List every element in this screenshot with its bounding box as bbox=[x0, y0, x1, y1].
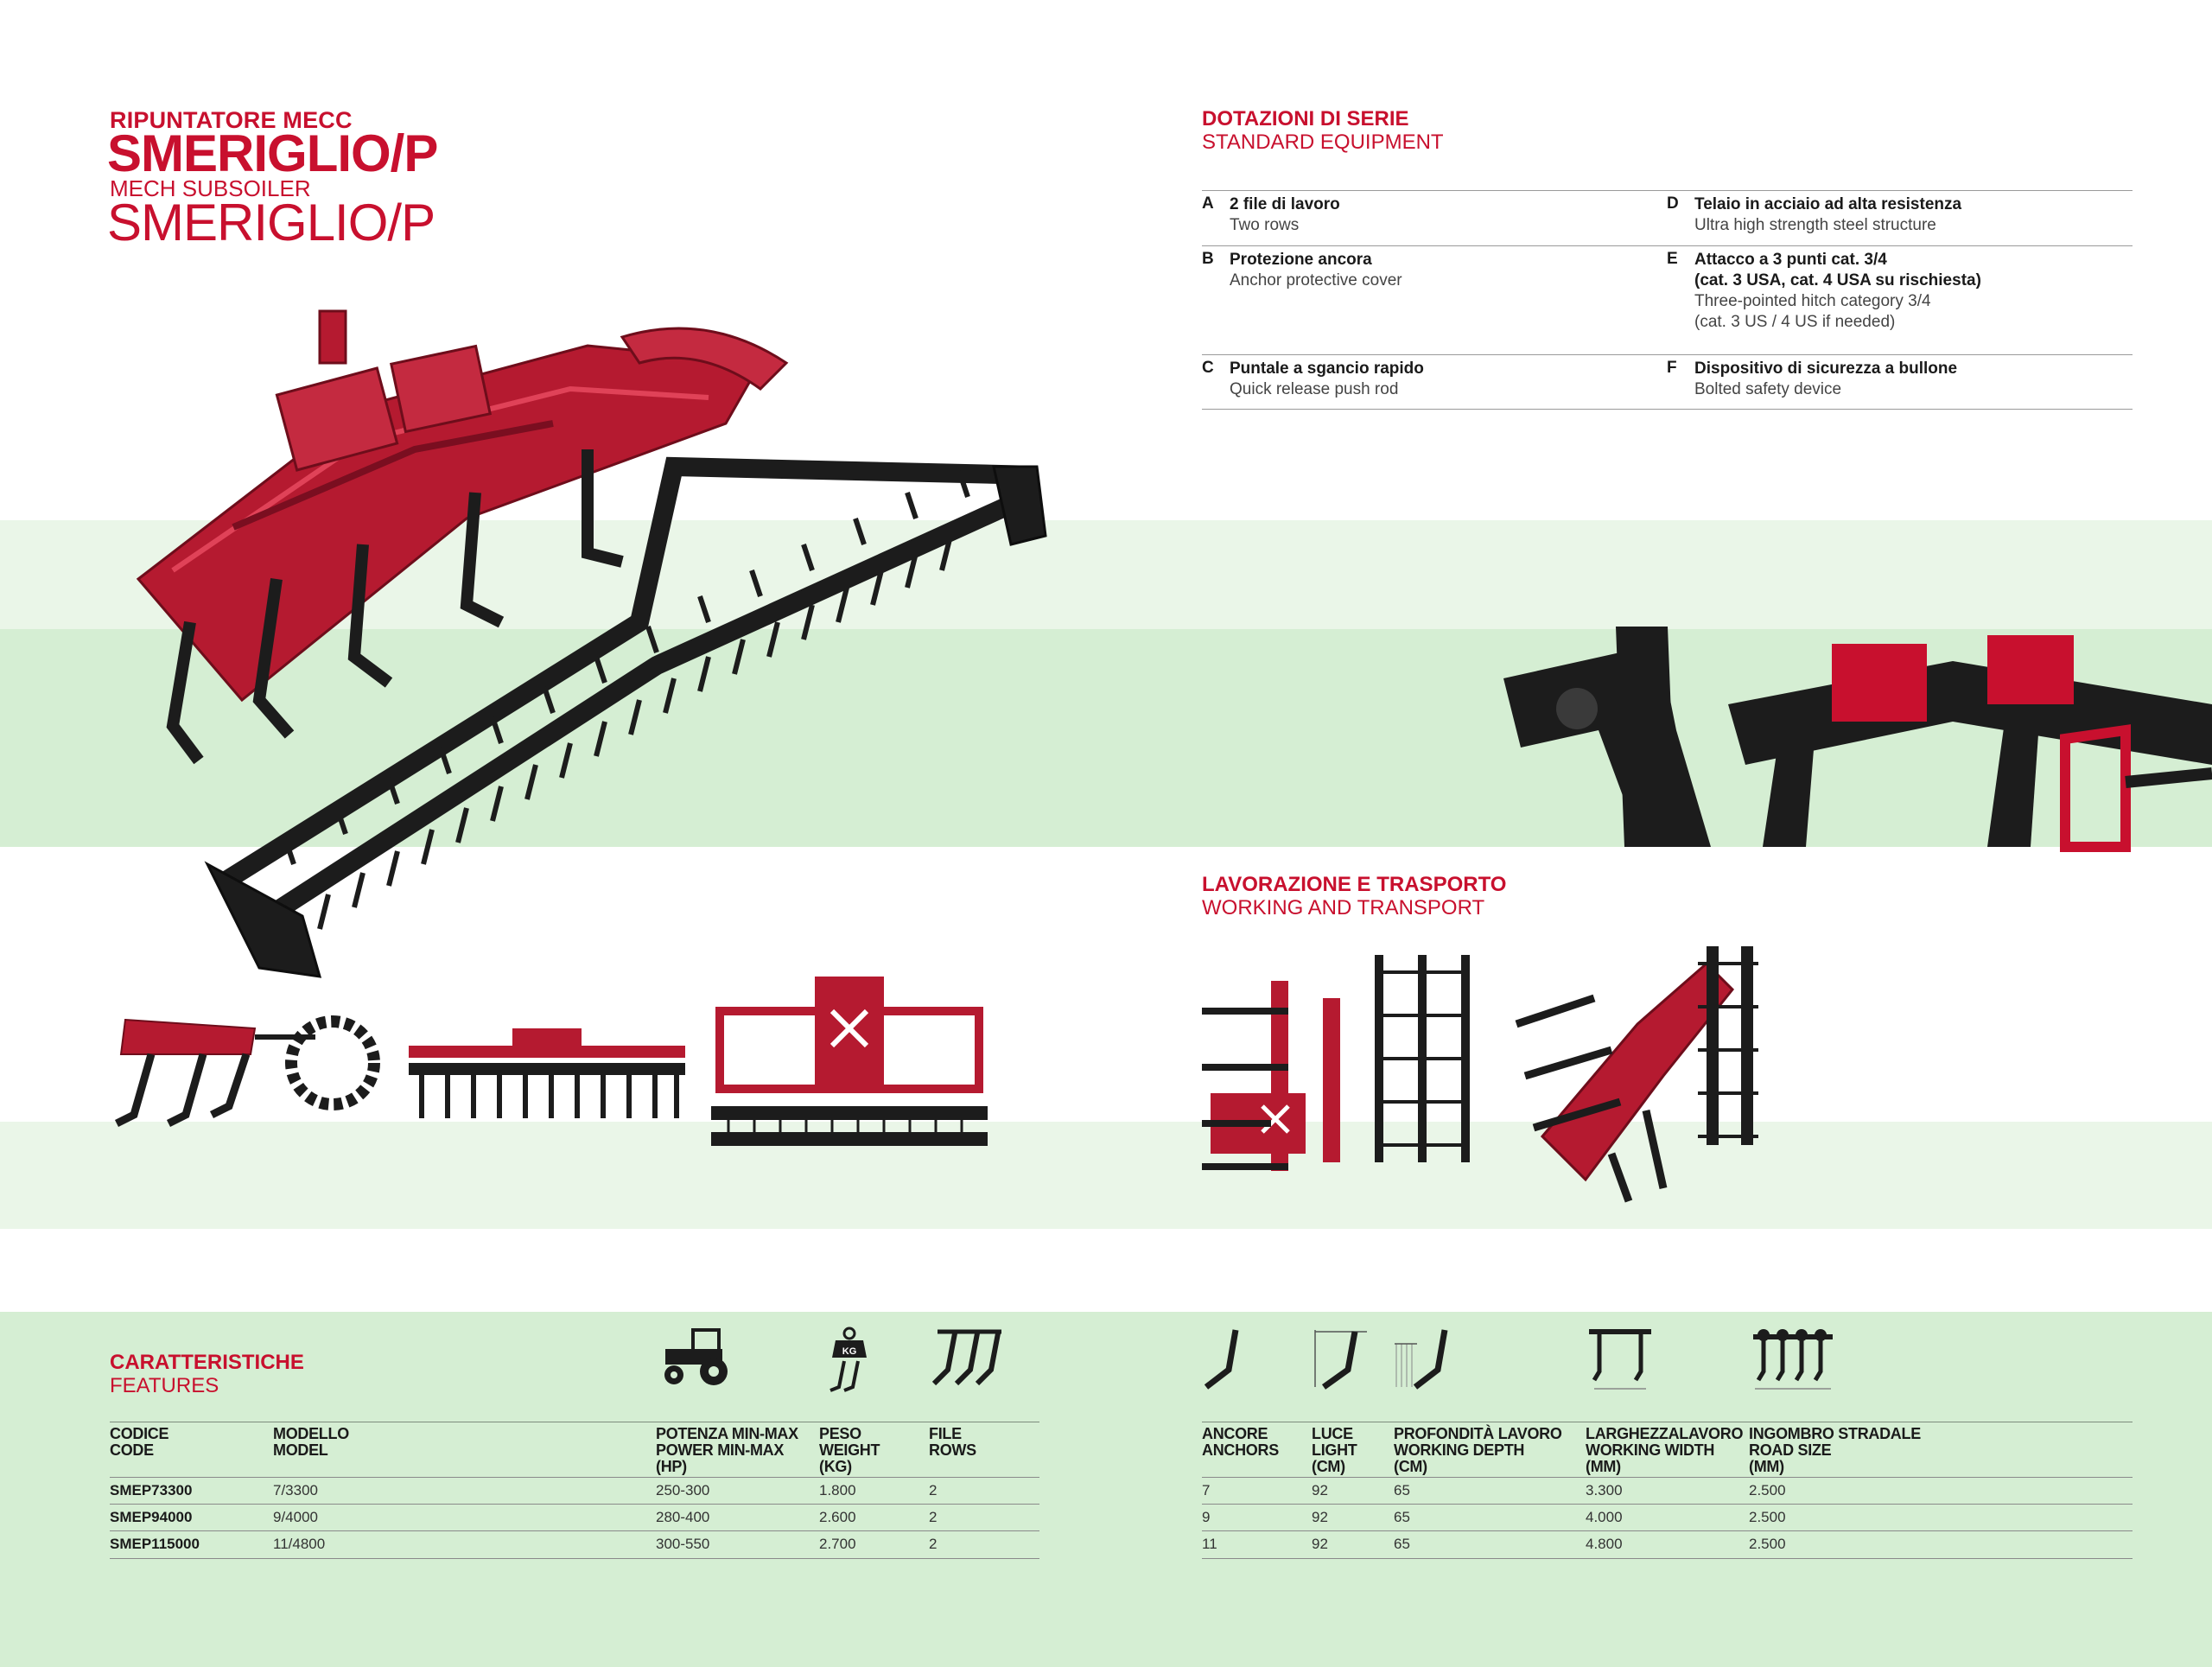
cell-width: 4.800 bbox=[1586, 1536, 1623, 1552]
working-transport-heading: LAVORAZIONE E TRASPORTO bbox=[1202, 873, 1507, 896]
cell-light: 92 bbox=[1312, 1482, 1328, 1498]
weight-kg-label: KG bbox=[842, 1346, 857, 1357]
equipment-label-it: Puntale a sgancio rapido bbox=[1230, 359, 1424, 378]
table-divider bbox=[110, 1504, 1039, 1505]
transport-position-image bbox=[1515, 946, 1758, 1203]
equipment-letter: F bbox=[1667, 359, 1677, 377]
road-size-icon bbox=[1753, 1329, 1833, 1390]
col-header-model: MODELLO MODEL bbox=[273, 1425, 349, 1459]
working-transport-subheading: WORKING AND TRANSPORT bbox=[1202, 896, 1485, 919]
table-divider bbox=[1202, 1530, 2133, 1531]
cell-road-size: 2.500 bbox=[1749, 1509, 1786, 1525]
weight-kg-icon: KG bbox=[830, 1327, 867, 1392]
equipment-letter: E bbox=[1667, 250, 1678, 268]
light-icon bbox=[1314, 1330, 1367, 1390]
equipment-label-en: Three-pointed hitch category 3/4 (cat. 3… bbox=[1694, 292, 1931, 331]
cell-rows: 2 bbox=[929, 1482, 938, 1498]
col-header-weight: PESO WEIGHT (KG) bbox=[819, 1425, 880, 1475]
working-depth-icon bbox=[1395, 1329, 1448, 1390]
cell-power: 280-400 bbox=[656, 1509, 710, 1525]
col-header-light: LUCE LIGHT (CM) bbox=[1312, 1425, 1357, 1475]
cell-rows: 2 bbox=[929, 1509, 938, 1525]
table-divider bbox=[1202, 1558, 2133, 1559]
standard-equipment-list: A 2 file di lavoro Two rows D Telaio in … bbox=[1202, 190, 2133, 410]
col-header-width: LARGHEZZALAVORO WORKING WIDTH (MM) bbox=[1586, 1425, 1744, 1475]
bg-band bbox=[0, 1312, 2212, 1667]
cell-model: 11/4800 bbox=[273, 1536, 326, 1552]
page-title: SMERIGLIO/P bbox=[107, 124, 438, 182]
equipment-row: B Protezione ancora Anchor protective co… bbox=[1202, 245, 2133, 354]
cell-code: SMEP115000 bbox=[110, 1536, 200, 1552]
cell-depth: 65 bbox=[1394, 1509, 1410, 1525]
cell-road-size: 2.500 bbox=[1749, 1482, 1786, 1498]
equipment-label-it: 2 file di lavoro bbox=[1230, 195, 1340, 213]
rear-view-image bbox=[409, 1028, 685, 1118]
page-subtitle: SMERIGLIO/P bbox=[107, 194, 435, 251]
col-header-code: CODICE CODE bbox=[110, 1425, 169, 1459]
cell-rows: 2 bbox=[929, 1536, 938, 1552]
bg-band bbox=[0, 1122, 2212, 1229]
table-divider bbox=[1202, 1504, 2133, 1505]
subsoiler-main-image bbox=[136, 309, 1047, 978]
cell-anchors: 7 bbox=[1202, 1482, 1211, 1498]
tractor-icon bbox=[664, 1328, 728, 1385]
table-divider bbox=[110, 1558, 1039, 1559]
top-view-image bbox=[711, 977, 988, 1146]
cell-anchors: 9 bbox=[1202, 1509, 1211, 1525]
side-view-image bbox=[114, 1015, 380, 1128]
cell-power: 300-550 bbox=[656, 1536, 710, 1552]
cell-width: 4.000 bbox=[1586, 1509, 1623, 1525]
equipment-label-en: Bolted safety device bbox=[1694, 380, 1842, 398]
equipment-label-en: Anchor protective cover bbox=[1230, 271, 1402, 289]
cell-weight: 2.600 bbox=[819, 1509, 856, 1525]
cell-width: 3.300 bbox=[1586, 1482, 1623, 1498]
table-divider bbox=[110, 1477, 1039, 1478]
cell-anchors: 11 bbox=[1202, 1536, 1217, 1552]
col-header-depth: PROFONDITÀ LAVORO WORKING DEPTH (CM) bbox=[1394, 1425, 1562, 1475]
cell-light: 92 bbox=[1312, 1536, 1328, 1552]
cell-depth: 65 bbox=[1394, 1536, 1410, 1552]
cell-road-size: 2.500 bbox=[1749, 1536, 1786, 1552]
col-header-power: POTENZA MIN-MAX POWER MIN-MAX (HP) bbox=[656, 1425, 798, 1475]
kicker-it: RIPUNTATORE MECC bbox=[110, 107, 353, 133]
col-header-road-size: INGOMBRO STRADALE ROAD SIZE (MM) bbox=[1749, 1425, 1921, 1475]
cell-light: 92 bbox=[1312, 1509, 1328, 1525]
col-header-rows: FILE ROWS bbox=[929, 1425, 976, 1459]
equipment-row: C Puntale a sgancio rapido Quick release… bbox=[1202, 354, 2133, 410]
cell-code: SMEP73300 bbox=[110, 1482, 193, 1498]
cell-model: 9/4000 bbox=[273, 1509, 318, 1525]
equipment-label-en: Quick release push rod bbox=[1230, 380, 1399, 398]
equipment-label-en: Ultra high strength steel structure bbox=[1694, 216, 1936, 234]
features-subheading: FEATURES bbox=[110, 1374, 219, 1397]
equipment-label-it: Dispositivo di sicurezza a bullone bbox=[1694, 359, 1958, 378]
anchor-icon bbox=[1204, 1329, 1239, 1390]
working-width-icon bbox=[1589, 1329, 1651, 1390]
frame-closeup-image bbox=[1503, 627, 2212, 852]
working-position-image bbox=[1202, 955, 1470, 1171]
table-divider bbox=[110, 1530, 1039, 1531]
cell-code: SMEP94000 bbox=[110, 1509, 193, 1525]
equipment-label-it: Attacco a 3 punti cat. 3/4 (cat. 3 USA, … bbox=[1694, 251, 1981, 289]
equipment-row: A 2 file di lavoro Two rows D Telaio in … bbox=[1202, 190, 2133, 245]
equipment-label-it: Telaio in acciaio ad alta resistenza bbox=[1694, 195, 1962, 213]
table-divider bbox=[1202, 1477, 2133, 1478]
equipment-label-it: Protezione ancora bbox=[1230, 251, 1372, 269]
cell-depth: 65 bbox=[1394, 1482, 1410, 1498]
cell-weight: 2.700 bbox=[819, 1536, 856, 1552]
standard-equipment-subheading: STANDARD EQUIPMENT bbox=[1202, 130, 1444, 154]
kicker-en: MECH SUBSOILER bbox=[110, 175, 311, 201]
cell-model: 7/3300 bbox=[273, 1482, 318, 1498]
standard-equipment-heading: DOTAZIONI DI SERIE bbox=[1202, 107, 1409, 130]
equipment-letter: B bbox=[1202, 250, 1214, 268]
equipment-letter: A bbox=[1202, 194, 1214, 213]
cell-weight: 1.800 bbox=[819, 1482, 856, 1498]
equipment-letter: D bbox=[1667, 194, 1679, 213]
equipment-label-en: Two rows bbox=[1230, 216, 1300, 234]
col-header-anchors: ANCORE ANCHORS bbox=[1202, 1425, 1279, 1459]
rows-anchors-icon bbox=[931, 1329, 1001, 1386]
features-heading: CARATTERISTICHE bbox=[110, 1351, 304, 1374]
equipment-letter: C bbox=[1202, 359, 1214, 377]
cell-power: 250-300 bbox=[656, 1482, 710, 1498]
